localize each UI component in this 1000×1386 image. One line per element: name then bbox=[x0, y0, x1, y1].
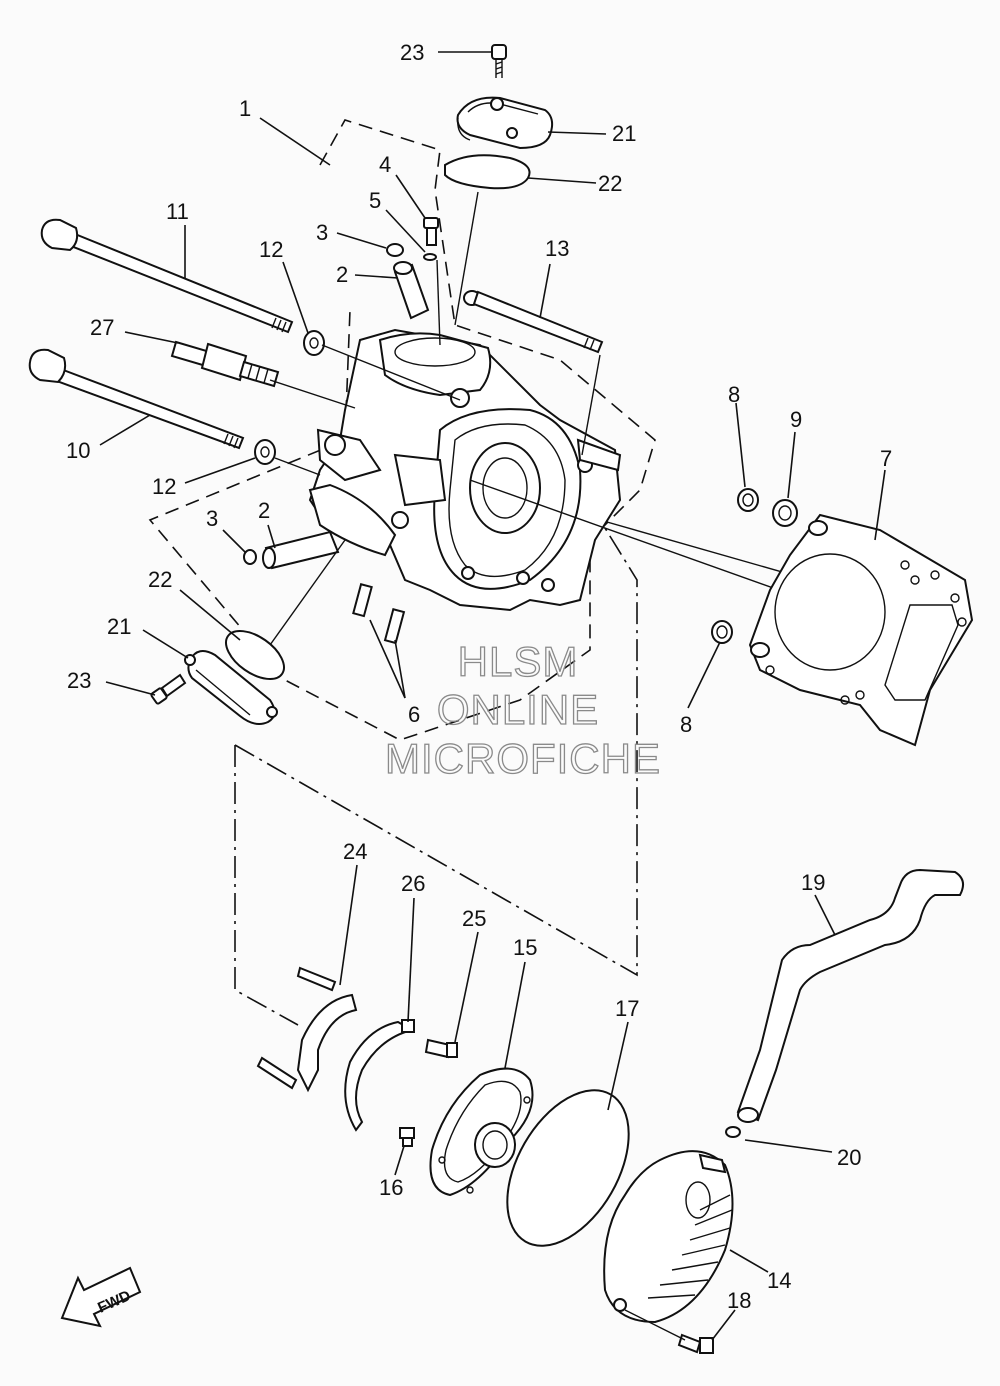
dowel-2-top bbox=[393, 261, 430, 320]
bolt-4 bbox=[423, 217, 439, 246]
assembly-outline-1 bbox=[148, 119, 656, 741]
callout-14: 14 bbox=[767, 1268, 791, 1293]
o-ring-17 bbox=[506, 1089, 630, 1247]
callout-6: 6 bbox=[408, 702, 420, 727]
callout-labels: 23 21 22 1 4 5 3 2 11 12 13 27 10 12 3 2… bbox=[66, 40, 892, 1313]
fwd-arrow-icon: FWD bbox=[60, 1266, 142, 1328]
washer-5 bbox=[423, 253, 437, 261]
callout-24: 24 bbox=[343, 839, 367, 864]
callout-17: 17 bbox=[615, 996, 639, 1021]
bracket-24 bbox=[256, 966, 358, 1093]
bolt-25 bbox=[424, 1038, 458, 1059]
leader-plug-head bbox=[269, 379, 356, 409]
callout-1: 1 bbox=[239, 96, 251, 121]
clamp-20 bbox=[725, 1126, 741, 1138]
dowel-8-bottom bbox=[711, 620, 733, 644]
callout-21-bottom: 21 bbox=[107, 614, 131, 639]
o-ring-9 bbox=[772, 499, 798, 527]
watermark-line-2: ONLINE bbox=[437, 686, 599, 733]
callout-8-bottom: 8 bbox=[680, 712, 692, 737]
bolt-16 bbox=[399, 1127, 415, 1147]
callout-leaders bbox=[99, 51, 886, 1341]
callout-26: 26 bbox=[401, 871, 425, 896]
watermark-line-3: MICROFICHE bbox=[385, 735, 661, 782]
callout-20: 20 bbox=[837, 1145, 861, 1170]
leader-bolt13-head bbox=[581, 354, 601, 456]
callout-10: 10 bbox=[66, 438, 90, 463]
callout-23-top: 23 bbox=[400, 40, 424, 65]
callout-22-bottom: 22 bbox=[148, 567, 172, 592]
leader-washer-head bbox=[321, 344, 461, 401]
callout-4: 4 bbox=[379, 152, 391, 177]
callout-23-bottom: 23 bbox=[67, 668, 91, 693]
callout-25: 25 bbox=[462, 906, 486, 931]
callout-7: 7 bbox=[880, 446, 892, 471]
callout-12-top: 12 bbox=[259, 237, 283, 262]
leader-washer2-head bbox=[274, 457, 321, 476]
dowel-pins-6 bbox=[352, 582, 406, 645]
washer-12-top bbox=[303, 330, 325, 356]
bolt-23-top bbox=[491, 44, 507, 78]
callout-5: 5 bbox=[369, 188, 381, 213]
cylinder-head bbox=[308, 328, 622, 612]
callout-2-bottom: 2 bbox=[258, 498, 270, 523]
cap-21-bottom bbox=[184, 650, 278, 725]
washer-12-bottom bbox=[254, 439, 276, 465]
leader-gasket22-head bbox=[454, 191, 479, 326]
callout-11: 11 bbox=[166, 199, 189, 224]
bolt-13 bbox=[463, 290, 604, 354]
stud-bolt-11 bbox=[40, 218, 294, 334]
callout-2-top: 2 bbox=[336, 262, 348, 287]
leader-bolt4-head bbox=[436, 259, 441, 346]
gasket-22-top bbox=[444, 154, 531, 190]
callout-16: 16 bbox=[379, 1175, 403, 1200]
watermark-line-1: HLSM bbox=[458, 638, 579, 685]
reference-line-bottom bbox=[234, 519, 638, 977]
callout-3-bottom: 3 bbox=[206, 506, 218, 531]
callout-8-top: 8 bbox=[728, 382, 740, 407]
callout-15: 15 bbox=[513, 935, 537, 960]
spark-plug-27 bbox=[170, 340, 280, 388]
bolt-18 bbox=[677, 1333, 714, 1354]
callout-12-bottom: 12 bbox=[152, 474, 176, 499]
clip-26 bbox=[344, 1019, 415, 1132]
leader-gasket22b bbox=[269, 539, 346, 646]
stud-bolt-10 bbox=[28, 348, 245, 450]
leader-bolt18 bbox=[624, 1309, 686, 1341]
callout-18: 18 bbox=[727, 1288, 751, 1313]
reference-line-cover bbox=[234, 745, 299, 1026]
callout-19: 19 bbox=[801, 870, 825, 895]
callout-3-top: 3 bbox=[316, 220, 328, 245]
callout-9: 9 bbox=[790, 407, 802, 432]
callout-13: 13 bbox=[545, 236, 569, 261]
o-ring-3-top bbox=[386, 243, 404, 257]
o-ring-3-bottom bbox=[243, 549, 257, 565]
cylinder-gasket-7 bbox=[748, 513, 974, 747]
housing-15 bbox=[429, 1067, 534, 1197]
dowel-8-top bbox=[737, 488, 759, 512]
callout-21-top: 21 bbox=[612, 121, 636, 146]
watermark: HLSM ONLINE MICROFICHE bbox=[384, 637, 661, 782]
pipe-19 bbox=[736, 868, 965, 1123]
dowel-2-bottom bbox=[262, 530, 340, 570]
gasket-22-bottom bbox=[225, 630, 285, 680]
bolt-23-bottom bbox=[150, 673, 187, 705]
cover-14 bbox=[603, 1150, 734, 1324]
cap-21-top bbox=[456, 96, 554, 150]
callout-22-top: 22 bbox=[598, 171, 622, 196]
callout-27: 27 bbox=[90, 315, 114, 340]
